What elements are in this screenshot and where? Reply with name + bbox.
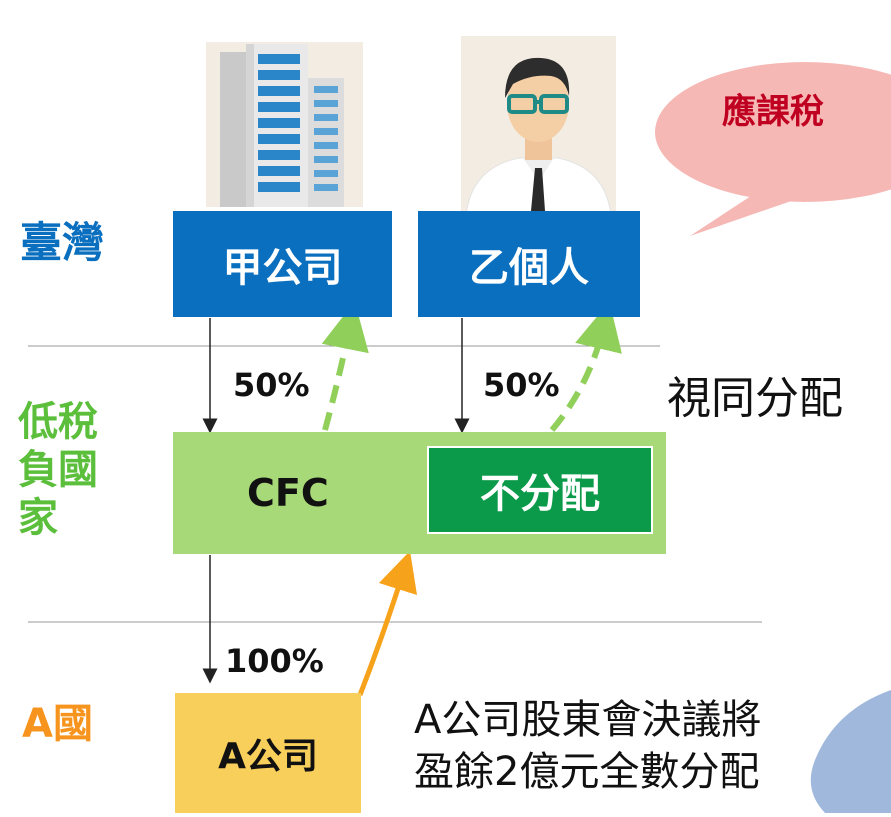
- no-distribution-label: 不分配: [480, 471, 600, 517]
- individual-yi-label: 乙個人: [469, 245, 589, 291]
- company-jia-label: 甲公司: [222, 245, 343, 291]
- region-low-tax-line3: 家: [18, 495, 58, 541]
- resolution-line1: A公司股東會決議將: [414, 697, 762, 743]
- orange-arrow-a-to-cfc: [357, 550, 418, 696]
- company-a-box: A公司: [175, 693, 361, 813]
- no-distribution-box: 不分配: [427, 446, 653, 534]
- speech-bubble: [650, 40, 891, 240]
- blue-decoration: [795, 680, 891, 813]
- region-low-tax-line1: 低稅: [18, 399, 98, 445]
- cfc-label: CFC: [247, 471, 329, 515]
- region-low-tax: 低稅 負國 家: [18, 398, 98, 542]
- region-a-country: A國: [22, 700, 93, 748]
- dashed-arrow-to-jia: [321, 301, 369, 431]
- company-a-label: A公司: [218, 736, 318, 777]
- resolution-text: A公司股東會決議將 盈餘2億元全數分配: [414, 694, 761, 798]
- deemed-distribution-label: 視同分配: [667, 373, 843, 424]
- region-a-country-prefix: A: [22, 701, 53, 747]
- office-building-icon: [206, 42, 363, 207]
- businessman-icon: [461, 36, 616, 218]
- individual-yi-box: 乙個人: [418, 211, 640, 317]
- dashed-arrow-to-yi: [549, 301, 622, 432]
- percent-jia-to-cfc: 50%: [233, 366, 310, 404]
- region-low-tax-line2: 負國: [18, 447, 98, 493]
- should-tax-label: 應課稅: [722, 92, 824, 132]
- region-a-country-suffix: 國: [52, 701, 93, 747]
- percent-yi-to-cfc: 50%: [483, 366, 560, 404]
- percent-cfc-to-a: 100%: [225, 642, 324, 680]
- region-taiwan: 臺灣: [20, 218, 105, 267]
- resolution-line2: 盈餘2億元全數分配: [414, 749, 760, 795]
- company-jia-box: 甲公司: [173, 211, 392, 317]
